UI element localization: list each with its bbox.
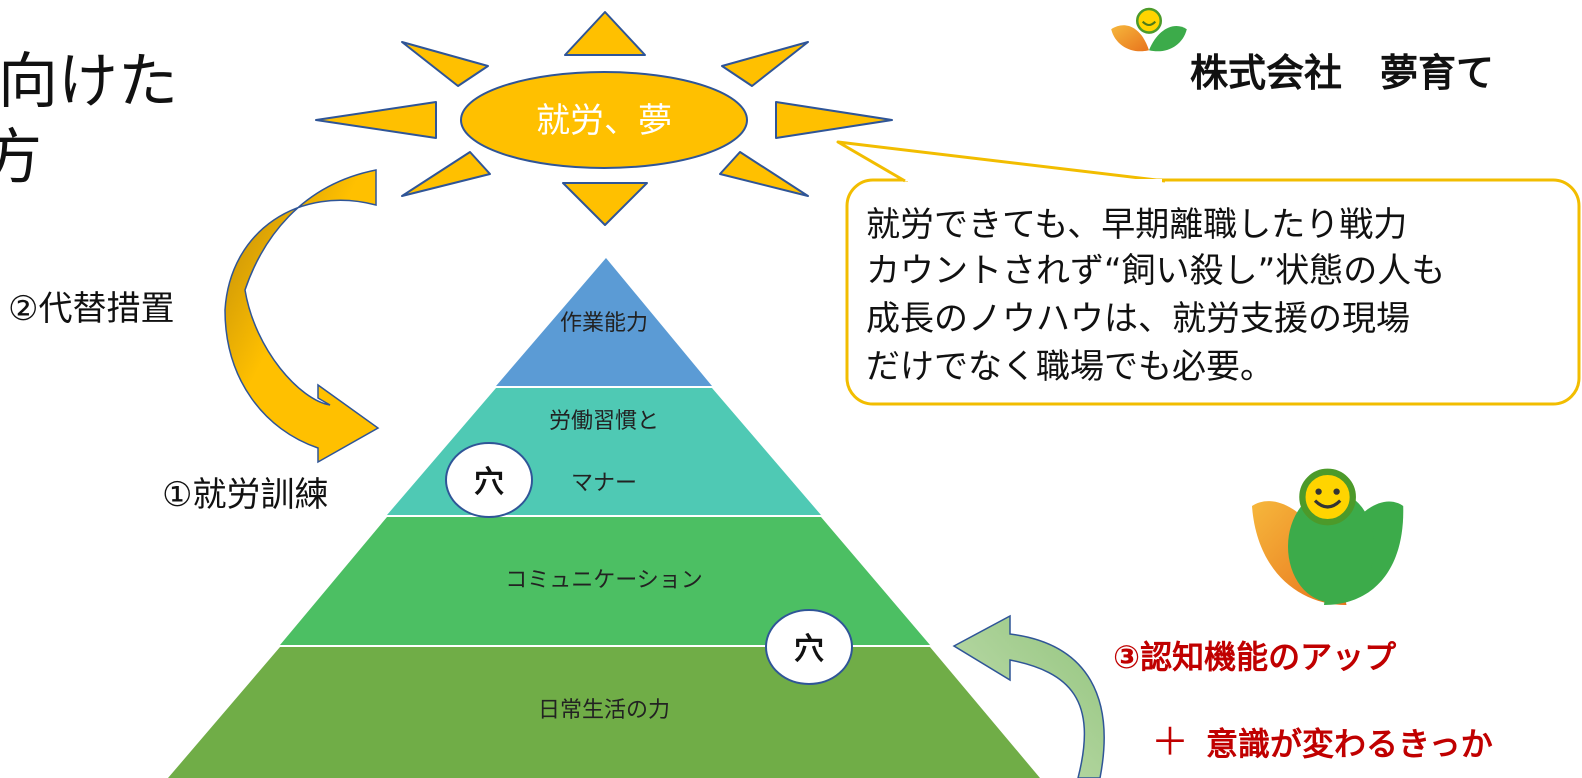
sun-ray — [564, 11, 646, 56]
company-logo-icon — [1252, 468, 1404, 605]
callout-bubble: 就労できても、早期離職したり戦力 カウントされず“飼い殺し”状態の人も 成長のノ… — [836, 140, 1581, 406]
label-plus: ＋ — [1151, 720, 1189, 764]
pyramid-label-3: コミュニケーション — [505, 568, 703, 593]
hole-label: 穴 — [474, 465, 504, 500]
sun-ray — [562, 182, 648, 226]
curved-arrow — [224, 169, 380, 464]
hole-label: 穴 — [794, 632, 824, 667]
callout-line-3: 成長のノウハウは、就労支援の現場 — [866, 299, 1410, 339]
sun-ray — [401, 41, 489, 87]
title-line-2: 方 — [0, 123, 42, 193]
label-alternative: ②代替措置 — [8, 289, 174, 329]
sun-label: 就労、夢 — [536, 101, 672, 141]
curved-arrow — [952, 614, 1105, 778]
pyramid-label-2a: 労働習慣と — [549, 409, 659, 434]
hole-icon: 穴 — [765, 609, 853, 685]
sun-ray — [719, 151, 809, 197]
label-training: ①就労訓練 — [162, 475, 328, 515]
sun-ray — [401, 151, 491, 197]
pyramid-layer-3 — [280, 517, 930, 645]
pyramid-label-1: 作業能力 — [560, 311, 648, 336]
company-name: 株式会社 夢育て — [1190, 51, 1494, 95]
sun-shape: 就労、夢 — [315, 11, 893, 226]
hole-icon: 穴 — [445, 442, 533, 518]
callout-line-4: だけでなく職場でも必要。 — [866, 347, 1274, 387]
sun-ray — [775, 101, 893, 139]
company-logo-icon — [1111, 7, 1187, 52]
pyramid-layer-1 — [496, 258, 712, 386]
title-line-1: 向けた — [0, 47, 178, 117]
label-awareness: 意識が変わるきっか — [1206, 725, 1493, 763]
pyramid-label-2b: マナー — [571, 471, 637, 496]
callout-line-1: 就労できても、早期離職したり戦力 — [866, 205, 1407, 245]
sun-ray — [315, 101, 437, 139]
label-cognitive: ③認知機能のアップ — [1113, 638, 1397, 676]
sun-core — [460, 71, 748, 169]
callout-line-2: カウントされず“飼い殺し”状態の人も — [866, 251, 1445, 291]
sun-ray — [721, 41, 809, 87]
pyramid-label-4: 日常生活の力 — [538, 698, 670, 723]
